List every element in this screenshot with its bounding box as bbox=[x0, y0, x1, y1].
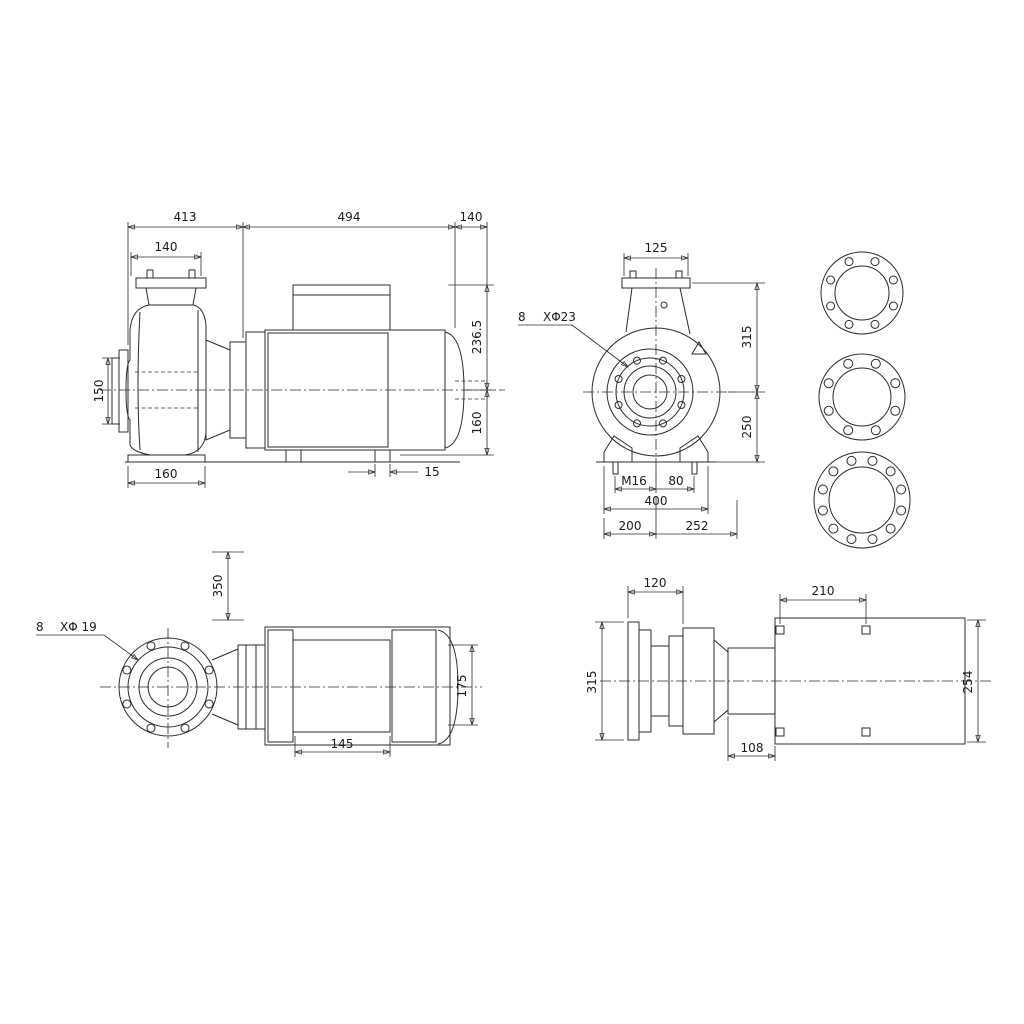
side-view: 413 494 140 140 150 236.5 160 16 bbox=[92, 210, 505, 488]
mounting-hole bbox=[775, 727, 785, 737]
dim-200: 200 bbox=[619, 519, 642, 533]
flange-detail-views bbox=[813, 251, 911, 549]
discharge-neck bbox=[625, 287, 633, 333]
dim-494: 494 bbox=[338, 210, 361, 224]
flange-detail-3 bbox=[813, 451, 911, 549]
motor-fins bbox=[391, 629, 437, 743]
fan-cover bbox=[437, 629, 459, 745]
discharge-flange bbox=[135, 277, 207, 289]
side-view-dimensions: 413 494 140 140 150 236.5 160 16 bbox=[92, 210, 494, 488]
flange-stud bbox=[629, 270, 637, 279]
anchor-stud bbox=[691, 461, 698, 475]
mounting-hole bbox=[861, 625, 871, 635]
flange-stud bbox=[146, 269, 154, 279]
dim-210: 210 bbox=[812, 584, 835, 598]
mounting-plate bbox=[774, 617, 966, 745]
bracket-gusset bbox=[211, 713, 239, 726]
dim-108: 108 bbox=[741, 741, 764, 755]
motor-foot bbox=[374, 449, 391, 463]
bracket-gusset bbox=[211, 648, 239, 661]
flange-stud bbox=[188, 269, 196, 279]
suction-flange bbox=[118, 349, 129, 433]
dim-175: 175 bbox=[455, 675, 469, 698]
motor-fins bbox=[267, 332, 389, 448]
dim-m16: M16 bbox=[621, 474, 647, 488]
front-view: 125 8 XΦ23 315 250 M16 80 bbox=[518, 241, 765, 539]
flange-detail-1 bbox=[820, 251, 904, 335]
plan-bolt-holes bbox=[122, 641, 214, 733]
motor-fins bbox=[267, 629, 294, 743]
suction-flange-face bbox=[111, 357, 120, 425]
dim-350: 350 bbox=[211, 575, 225, 598]
bolt-circle bbox=[127, 646, 209, 728]
anchor-stud bbox=[612, 461, 619, 475]
suction-raised-face bbox=[623, 365, 677, 419]
dim-160-height: 160 bbox=[470, 412, 484, 435]
terminal-box-top bbox=[292, 639, 391, 733]
suction-bolt-holes bbox=[614, 356, 686, 428]
dim-252: 252 bbox=[686, 519, 709, 533]
dim-bolt-dia: XΦ23 bbox=[543, 310, 576, 324]
dim-413: 413 bbox=[174, 210, 197, 224]
volute-casing bbox=[125, 304, 207, 456]
motor-body bbox=[264, 626, 451, 746]
mounting-hole bbox=[775, 625, 785, 635]
dim-315-left: 315 bbox=[585, 671, 599, 694]
dim-bolt-dia: XΦ 19 bbox=[60, 620, 97, 634]
pump-foot bbox=[127, 454, 206, 463]
dim-140-flange: 140 bbox=[155, 240, 178, 254]
bare-view-dimensions: 120 210 315 254 108 bbox=[585, 576, 986, 761]
dim-250: 250 bbox=[740, 416, 754, 439]
dim-80: 80 bbox=[668, 474, 683, 488]
bare-pump-view: 120 210 315 254 108 bbox=[585, 576, 992, 761]
front-view-dimensions: 125 8 XΦ23 315 250 M16 80 bbox=[518, 241, 765, 539]
dim-bolt-count: 8 bbox=[36, 620, 44, 634]
bolt-circle bbox=[615, 357, 685, 427]
vent-hole bbox=[660, 301, 668, 309]
rotation-arrow bbox=[691, 341, 707, 355]
dim-315: 315 bbox=[740, 326, 754, 349]
dim-254: 254 bbox=[961, 671, 975, 694]
discharge-neck bbox=[679, 287, 691, 335]
motor-foot bbox=[285, 449, 302, 463]
mounting-hole bbox=[861, 727, 871, 737]
flange-stud bbox=[675, 270, 683, 279]
discharge-flange bbox=[621, 277, 691, 289]
dim-150: 150 bbox=[92, 380, 106, 403]
plan-view-dimensions: 350 8 XΦ 19 175 145 bbox=[36, 551, 478, 757]
dim-145: 145 bbox=[331, 737, 354, 751]
plan-view: 350 8 XΦ 19 175 145 bbox=[36, 551, 482, 757]
dim-15: 15 bbox=[424, 465, 439, 479]
dim-140-shaft: 140 bbox=[460, 210, 483, 224]
flange-detail-2 bbox=[818, 353, 906, 441]
suction-bore bbox=[632, 374, 668, 410]
terminal-box bbox=[292, 284, 391, 331]
raised-face bbox=[138, 657, 198, 717]
dim-120: 120 bbox=[644, 576, 667, 590]
suction-flange-od bbox=[606, 348, 694, 436]
bore bbox=[147, 666, 189, 708]
dim-125: 125 bbox=[645, 241, 668, 255]
fan-cover bbox=[444, 331, 465, 449]
discharge-neck bbox=[145, 287, 197, 306]
volute-outline bbox=[591, 327, 721, 457]
dim-236-5: 236.5 bbox=[470, 320, 484, 354]
casing-detail bbox=[137, 311, 141, 451]
dim-bolt-count: 8 bbox=[518, 310, 526, 324]
dim-160-foot: 160 bbox=[155, 467, 178, 481]
suction-flange-od bbox=[118, 637, 218, 737]
